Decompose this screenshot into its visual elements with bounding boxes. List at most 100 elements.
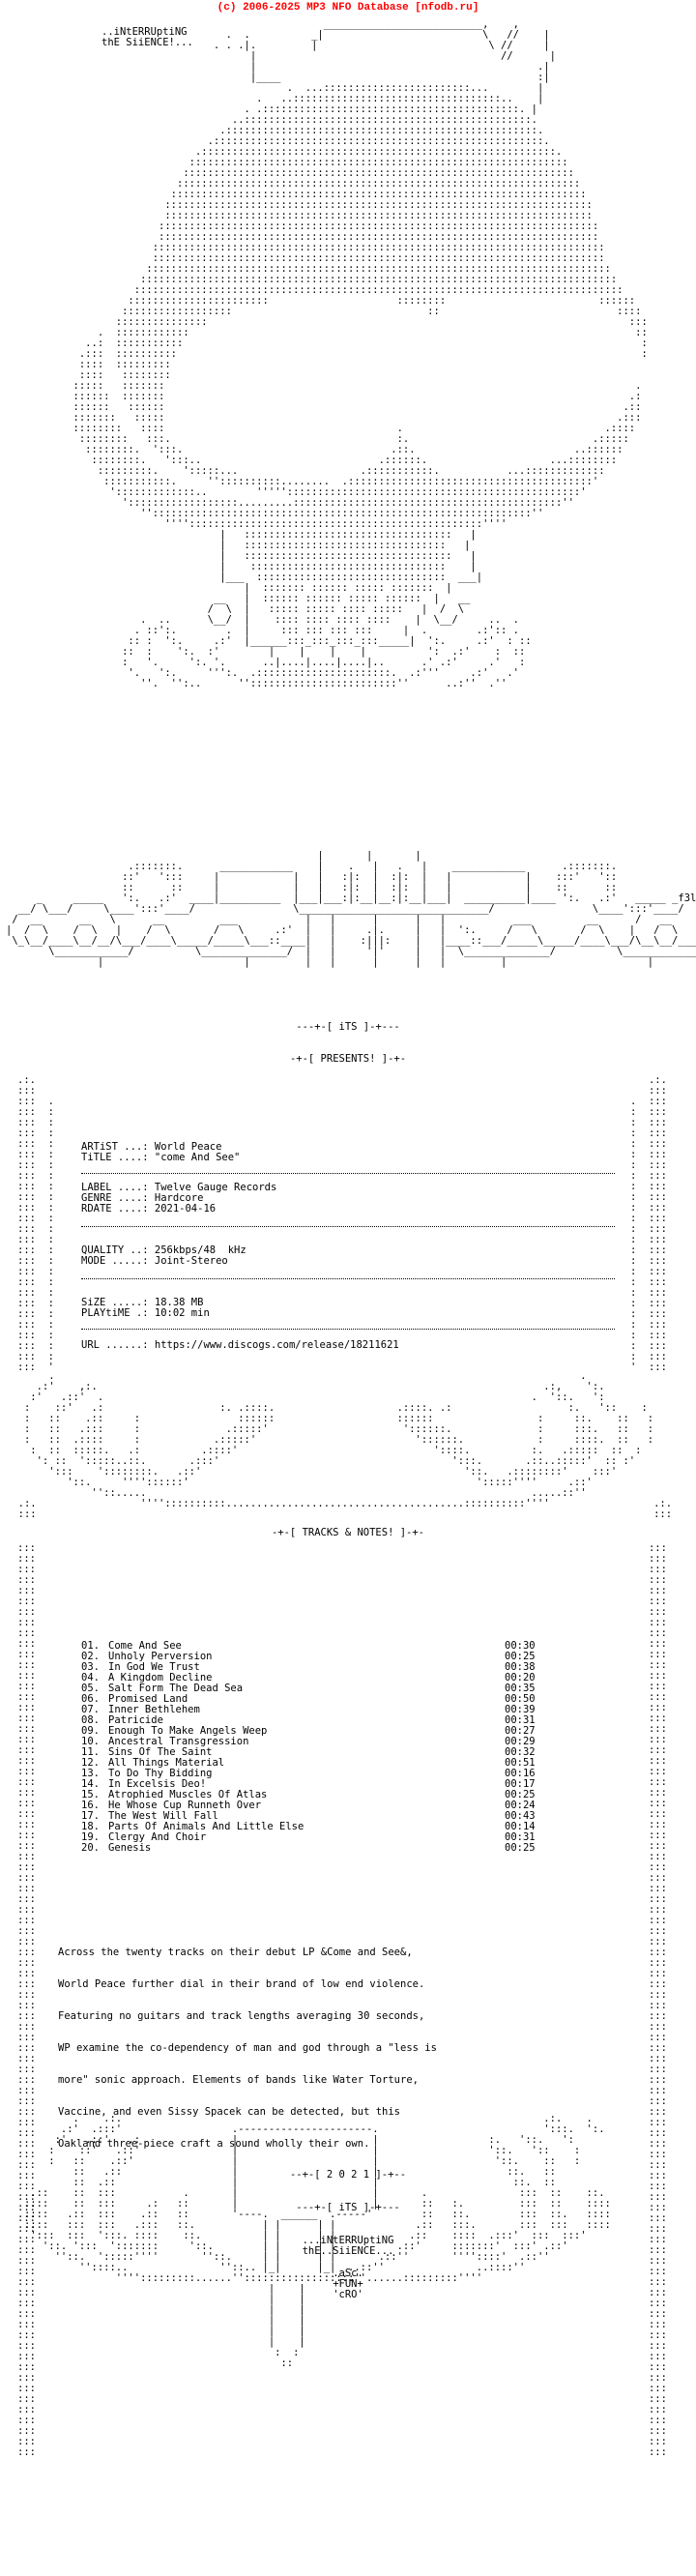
track-number: 07. <box>81 1704 100 1715</box>
footer-its: ---+-[ iTS ]-+--- <box>296 2202 400 2213</box>
track-title: Ancestral Transgression <box>108 1736 249 1747</box>
skull-ascii-art: __________________________, , . . _| \ /… <box>72 18 648 689</box>
track-number: 12. <box>81 1757 100 1769</box>
track-number: 19. <box>81 1831 100 1843</box>
track-row: 01. Come And See 00:30 <box>81 1641 545 1652</box>
track-duration: 00:16 <box>505 1768 536 1779</box>
divider <box>81 1329 615 1330</box>
mid-ascii-art: . . .:' ,:. .:, ':. :' .:: <box>17 1370 673 1520</box>
track-title: Parts Of Animals And Little Else <box>108 1821 304 1832</box>
notes-line: Vaccine, and even Sissy Spacek can be de… <box>58 2106 401 2118</box>
mode-row: MODE .....: Joint-Stereo <box>81 1255 228 1267</box>
footer-tagline-2: thE..SiiENCE... <box>302 2245 394 2257</box>
left-frame-2: ::: ::: ::: ::: ::: ::: ::: ::: ::: ::: … <box>17 1542 36 2458</box>
footer-year: --+-[ 2 0 2 1 ]-+-- <box>289 2169 407 2181</box>
release-notes: Across the twenty tracks on their debut … <box>58 1926 638 2171</box>
footer-credit-1: .aSc. <box>333 2268 363 2279</box>
playtime-row: PLAYtiME .: 10:02 min <box>81 1307 210 1319</box>
track-row: 15. Atrophied Muscles Of Atlas 00:25 <box>81 1790 545 1800</box>
track-title: Atrophied Muscles Of Atlas <box>108 1789 268 1800</box>
track-title: In God We Trust <box>108 1661 200 1673</box>
track-number: 20. <box>81 1842 100 1854</box>
track-number: 01. <box>81 1640 100 1652</box>
logo-ascii-art: | | | .:::::::. ____________ | . | . | _… <box>6 850 696 968</box>
track-duration: 00:31 <box>505 1831 536 1843</box>
divider <box>81 1173 615 1174</box>
track-number: 15. <box>81 1789 100 1800</box>
track-duration: 00:32 <box>505 1746 536 1758</box>
size-value: 18.38 MB <box>154 1297 204 1308</box>
title-row: TiTLE ....: "come And See" <box>81 1152 241 1163</box>
track-number: 13. <box>81 1768 100 1779</box>
track-number: 14. <box>81 1778 100 1790</box>
track-number: 04. <box>81 1672 100 1683</box>
divider <box>81 1278 615 1279</box>
rdate-value: 2021-04-16 <box>154 1203 217 1215</box>
track-number: 09. <box>81 1725 100 1737</box>
mode-value: Joint-Stereo <box>154 1255 228 1267</box>
track-duration: 00:20 <box>505 1672 536 1683</box>
track-number: 18. <box>81 1821 100 1832</box>
artist-row: ARTiST ...: World Peace <box>81 1141 222 1153</box>
right-frame-2: ::: ::: ::: ::: ::: ::: ::: ::: ::: ::: … <box>648 1542 667 2458</box>
track-title: To Do Thy Bidding <box>108 1768 213 1779</box>
right-frame: .:. ::: . ::: : ::: : ::: : ::: : ::: : … <box>630 1074 667 1373</box>
label-value: Twelve Gauge Records <box>154 1182 277 1193</box>
track-title: Unholy Perversion <box>108 1651 213 1662</box>
header-tagline: ..iNtERRUptiNG thE SiiENCE!... <box>102 27 193 48</box>
track-title: Inner Bethlehem <box>108 1704 200 1715</box>
track-duration: 00:50 <box>505 1693 536 1705</box>
track-duration: 00:38 <box>505 1661 536 1673</box>
track-duration: 00:14 <box>505 1821 536 1832</box>
footer-credit-3: 'cRO' <box>333 2289 363 2300</box>
track-title: Clergy And Choir <box>108 1831 207 1843</box>
notes-line: Oakland three-piece craft a sound wholly… <box>58 2138 370 2150</box>
playtime-value: 10:02 min <box>154 1307 210 1319</box>
track-row: 02. Unholy Perversion 00:25 <box>81 1652 545 1662</box>
left-frame: .:. ::: ::: . ::: : ::: : ::: : ::: : ::… <box>17 1074 54 1373</box>
track-duration: 00:39 <box>505 1704 536 1715</box>
nfodb-banner[interactable]: (c) 2006-2025 MP3 NFO Database [nfodb.ru… <box>217 2 479 14</box>
track-number: 11. <box>81 1746 100 1758</box>
track-duration: 00:30 <box>505 1640 536 1652</box>
notes-line: World Peace further dial in their brand … <box>58 1978 425 1990</box>
track-title: Come And See <box>108 1640 182 1652</box>
track-row: 19. Clergy And Choir 00:31 <box>81 1832 545 1843</box>
url-link[interactable]: https://www.discogs.com/release/18211621 <box>154 1339 399 1351</box>
track-number: 03. <box>81 1661 100 1673</box>
its-presents-label: ---+-[ iTS ]-+--- <box>296 1021 400 1033</box>
genre-value: Hardcore <box>154 1192 204 1204</box>
size-row: SiZE .....: 18.38 MB <box>81 1297 204 1308</box>
track-duration: 00:43 <box>505 1810 536 1822</box>
presents-label: -+-[ PRESENTS! ]-+- <box>289 1053 407 1065</box>
track-number: 10. <box>81 1736 100 1747</box>
notes-line: Featuring no guitars and track lengths a… <box>58 2010 425 2022</box>
track-title: In Excelsis Deo! <box>108 1778 207 1790</box>
footer-credit-2: +FUN+ <box>333 2278 363 2290</box>
track-row: 14.In Excelsis Deo!00:17 <box>81 1779 545 1790</box>
track-number: 16. <box>81 1800 100 1811</box>
quality-row: QUALITY ..: 256kbps/48 kHz <box>81 1244 246 1256</box>
track-title: He Whose Cup Runneth Over <box>108 1800 262 1811</box>
track-number: 02. <box>81 1651 100 1662</box>
notes-line: Across the twenty tracks on their debut … <box>58 1947 413 1958</box>
track-row: 03. In God We Trust 00:38 <box>81 1662 545 1673</box>
tracks-notes-header: -+-[ TRACKS & NOTES! ]-+- <box>271 1527 425 1538</box>
header-line-1: ..iNtERRUptiNG <box>102 26 188 38</box>
track-duration: 00:25 <box>505 1789 536 1800</box>
track-duration: 00:25 <box>505 1651 536 1662</box>
notes-line: WP examine the co-dependency of man and … <box>58 2042 437 2054</box>
quality-value: 256kbps/48 kHz <box>154 1244 246 1256</box>
track-number: 06. <box>81 1693 100 1705</box>
track-title: A Kingdom Decline <box>108 1672 213 1683</box>
track-title: Patricide <box>108 1714 163 1726</box>
url-row: URL ......: https://www.discogs.com/rele… <box>81 1339 399 1351</box>
track-title: Enough To Make Angels Weep <box>108 1725 268 1737</box>
